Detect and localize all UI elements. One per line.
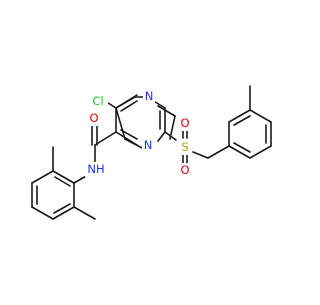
atom-label-n-ring-bottom: N [144, 138, 153, 152]
bond-ar1 [52, 170, 75, 184]
label-bg-o-amide [87, 111, 101, 126]
bond-ar5b [53, 203, 71, 214]
bond-ring-c [115, 94, 138, 109]
bond-ar4 [31, 206, 54, 220]
bond-bz6 [228, 145, 251, 159]
bond-ring-b2 [120, 129, 138, 140]
label-bg-n-top [143, 89, 155, 104]
bonds [31, 85, 272, 220]
bond-ar2 [31, 170, 54, 184]
atom-label-nh: NH [87, 162, 104, 176]
structure-canvas: Cl N N O NH S O O [31, 85, 272, 220]
bond-ring-c2 [120, 100, 138, 112]
atom-label-s: S [181, 140, 188, 154]
bond-bz6b [233, 142, 251, 153]
bond-c2-s-link [164, 131, 177, 141]
atom-label-o-sulfonyl-bottom: O [180, 163, 189, 177]
bond-ar5 [52, 206, 75, 220]
bond-c4-camide [94, 131, 117, 146]
bond-c4-c5 [115, 107, 126, 140]
atom-label-o-sulfonyl-top: O [180, 116, 189, 130]
atom-label-n-ring-top: N [145, 89, 154, 103]
bond-ring-f [157, 131, 166, 142]
bond-s-ch2 [192, 151, 209, 159]
bond-ch2-benzyl [207, 145, 230, 159]
label-bg-n-bottom [142, 138, 154, 153]
bond-bz3 [249, 109, 272, 123]
label-bg-o-bottom [178, 163, 192, 178]
label-bg-o-top [178, 116, 192, 131]
bond-c2-n3 [169, 115, 176, 140]
bond-bz2 [228, 109, 251, 123]
atom-label-cl: Cl [92, 94, 103, 108]
molecule-structure: Cl N N O NH S O O [31, 85, 272, 220]
bond-bz2b [233, 115, 251, 126]
bond-n1-c2 [157, 105, 176, 117]
atom-labels: Cl N N O NH S O O [85, 89, 192, 178]
bond-bz5 [249, 145, 272, 159]
label-bg-cl [88, 94, 108, 109]
atom-label-o-amide: O [89, 111, 98, 125]
label-bg-nh [85, 162, 109, 177]
bond-methyl-bottom [73, 206, 96, 220]
bond-ring-b [115, 131, 138, 146]
bond-ar-inner-top [54, 176, 71, 187]
label-bg-s [178, 139, 191, 155]
